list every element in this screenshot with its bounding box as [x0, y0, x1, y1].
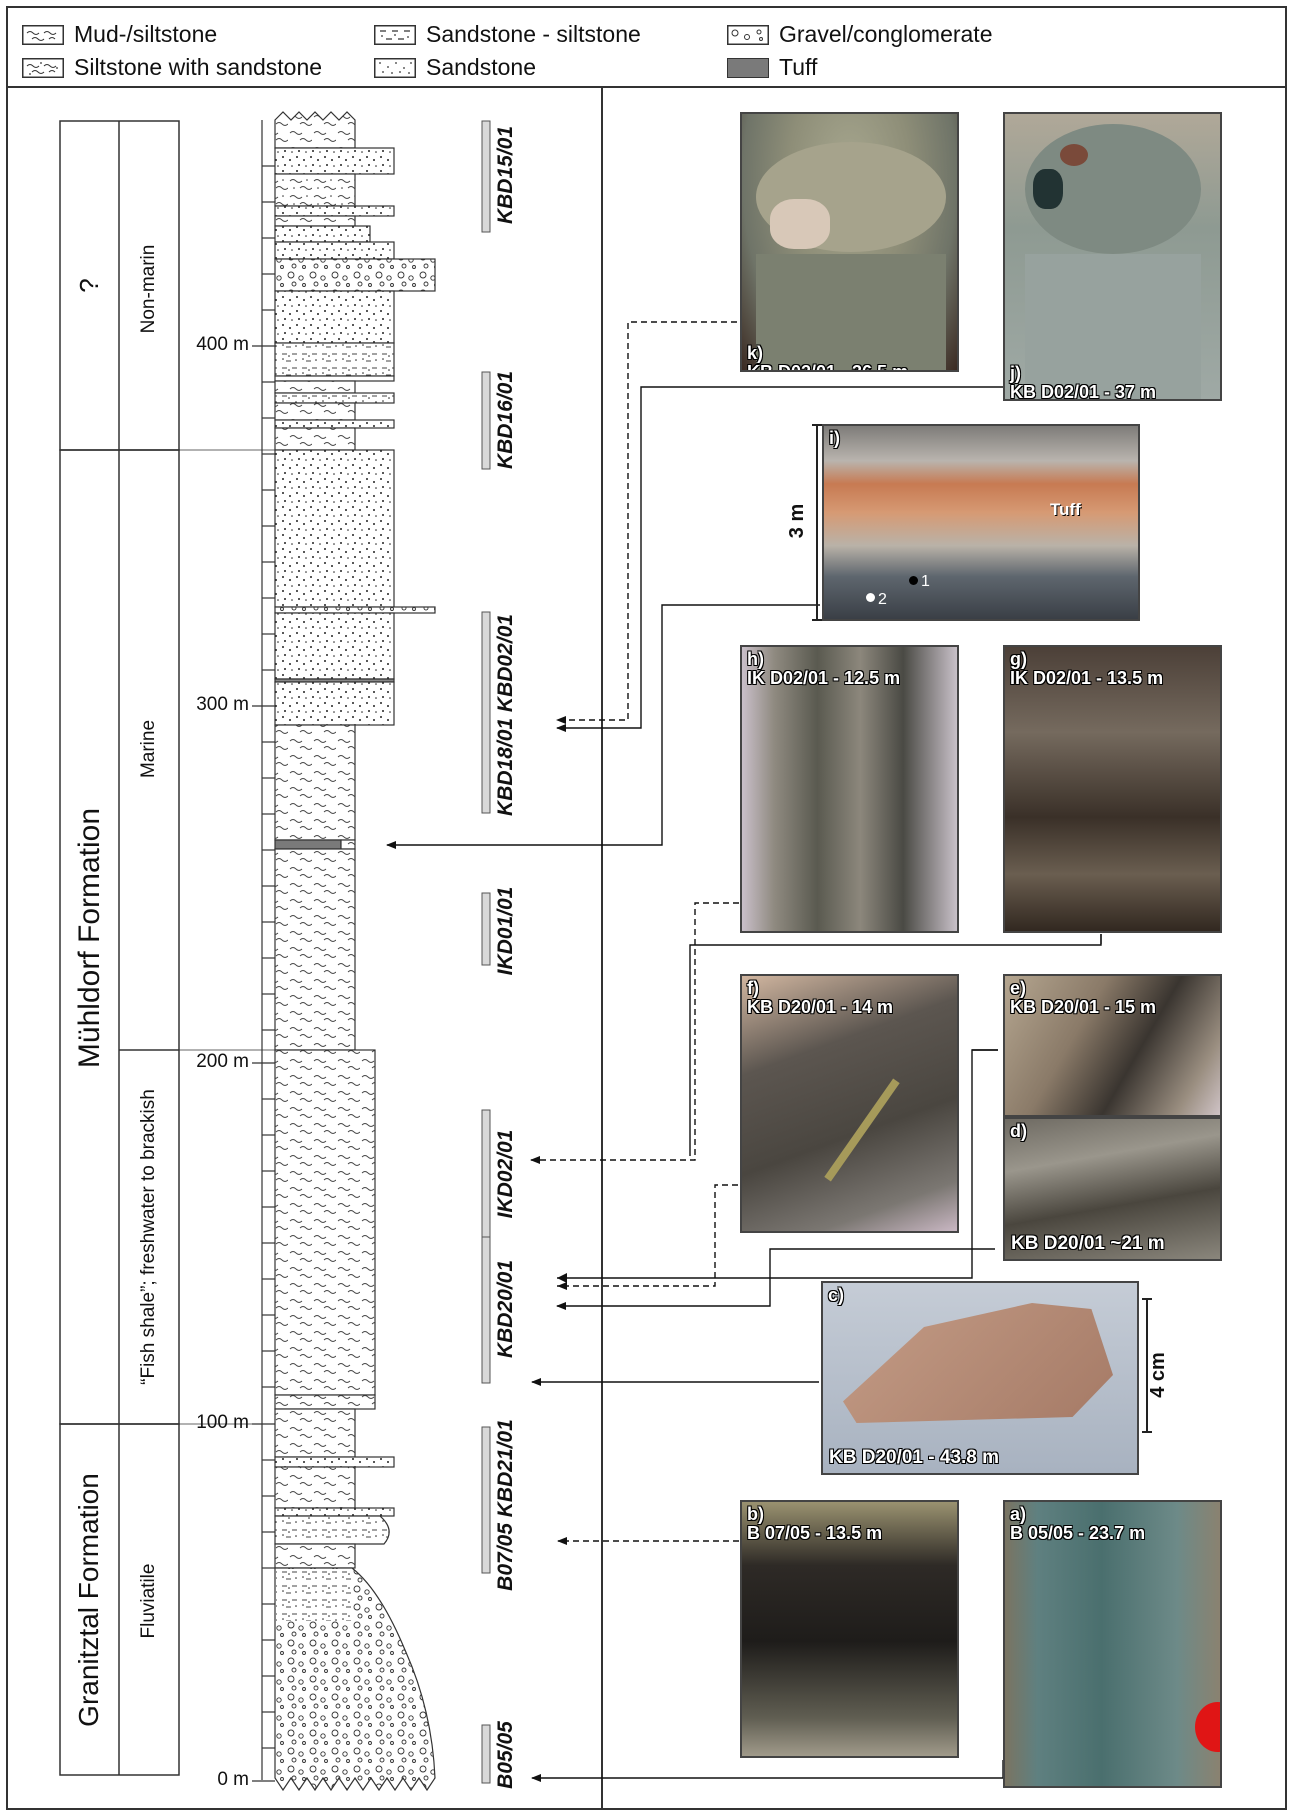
- sample-point-2: [866, 593, 875, 602]
- scale-bar-3m: [816, 424, 818, 620]
- photo-j-caption: j) KB D02/01 - 37 m: [1010, 364, 1156, 401]
- photo-h-caption: h) IK D02/01 - 12.5 m: [747, 650, 900, 689]
- photo-e-caption: e) KB D20/01 - 15 m: [1010, 979, 1156, 1018]
- photo-g-core: g) IK D02/01 - 13.5 m: [1003, 645, 1222, 933]
- core-label-kbd20: KBD20/01: [494, 1254, 520, 1364]
- scale-tick: [812, 619, 822, 621]
- photo-a-core: a) B 05/05 - 23.7 m: [1003, 1500, 1222, 1788]
- scale-label-4cm: 4 cm: [1147, 1340, 1173, 1410]
- photo-h-core: h) IK D02/01 - 12.5 m: [740, 645, 959, 933]
- photo-b-caption: b) B 07/05 - 13.5 m: [747, 1505, 882, 1544]
- photo-a-caption: a) B 05/05 - 23.7 m: [1010, 1505, 1145, 1544]
- photo-f-caption: f) KB D20/01 - 14 m: [747, 979, 893, 1018]
- core-label-ikd02: IKD02/01: [494, 1119, 520, 1229]
- photo-k-caption: k) KB D02/01 - 36.5 m: [747, 344, 908, 372]
- photo-i-caption: i): [829, 429, 840, 448]
- photo-d-fossil: d) KB D20/01 ~21 m: [1003, 1117, 1222, 1261]
- core-label-kbd16: KBD16/01: [494, 365, 520, 475]
- photo-k-core: k) KB D02/01 - 36.5 m: [740, 112, 959, 372]
- plant-fossil: [824, 1079, 899, 1182]
- core-interval-bars: [482, 121, 490, 1783]
- photo-i-outcrop: i) Tuff 1 2: [822, 424, 1140, 621]
- formation-muhldorf-label: Mühldorf Formation: [70, 701, 110, 1175]
- core-label-b05: B05/05: [494, 1700, 520, 1810]
- scale-tick: [812, 424, 822, 426]
- depth-label-400: 400 m: [179, 334, 249, 356]
- photo-e-fossil: e) KB D20/01 - 15 m: [1003, 974, 1222, 1117]
- depth-label-0: 0 m: [179, 1769, 249, 1791]
- core-label-kbd18-kbd02: KBD18/01 KBD02/01: [494, 610, 520, 820]
- scale-label-3m: 3 m: [786, 486, 812, 556]
- core-label-kbd15: KBD15/01: [494, 120, 520, 230]
- scale-tick: [1142, 1431, 1152, 1433]
- photo-c-fossil: c) KB D20/01 - 43.8 m: [821, 1281, 1139, 1475]
- facies-marine-label: Marine: [134, 699, 164, 799]
- clast: [1060, 144, 1088, 166]
- clast-patch: [770, 199, 830, 249]
- facies-fluviatile-label: Fluviatile: [134, 1551, 164, 1651]
- depth-label-300: 300 m: [179, 694, 249, 716]
- core-label-b07-kbd21: B07/05 KBD21/01: [494, 1405, 520, 1605]
- depth-label-200: 200 m: [179, 1051, 249, 1073]
- facies-nonmarine-label: Non-marin: [134, 229, 164, 349]
- lithology-column: [275, 112, 435, 1790]
- photo-d-caption: d): [1010, 1122, 1027, 1141]
- facies-fishshale-label: “Fish shale”; freshwater to brackish: [134, 1056, 164, 1418]
- photo-b-core: b) B 07/05 - 13.5 m: [740, 1500, 959, 1758]
- formation-granitztal-label: Granitztal Formation: [69, 1433, 109, 1767]
- sample-point-1-label: 1: [921, 573, 930, 591]
- photo-g-caption: g) IK D02/01 - 13.5 m: [1010, 650, 1163, 689]
- photo-j-core: j) KB D02/01 - 37 m: [1003, 112, 1222, 401]
- photo-c-caption-bottom: KB D20/01 - 43.8 m: [829, 1447, 999, 1469]
- sample-point-1: [909, 576, 918, 585]
- arrowheads: [557, 1273, 567, 1283]
- core-label-ikd01: IKD01/01: [494, 876, 520, 986]
- photo-d-caption-bottom: KB D20/01 ~21 m: [1011, 1233, 1165, 1255]
- depth-axis: [252, 120, 275, 1781]
- depth-label-100: 100 m: [179, 1412, 249, 1434]
- sample-point-2-label: 2: [878, 591, 887, 609]
- red-marker: [1195, 1702, 1222, 1752]
- fossil-slab: [843, 1303, 1113, 1423]
- photo-c-caption: c): [828, 1286, 844, 1305]
- formation-unknown-label: ?: [67, 256, 112, 315]
- scale-tick: [1142, 1298, 1152, 1300]
- tuff-label: Tuff: [1050, 500, 1081, 520]
- clast: [1033, 169, 1063, 209]
- photo-f-fossil: f) KB D20/01 - 14 m: [740, 974, 959, 1233]
